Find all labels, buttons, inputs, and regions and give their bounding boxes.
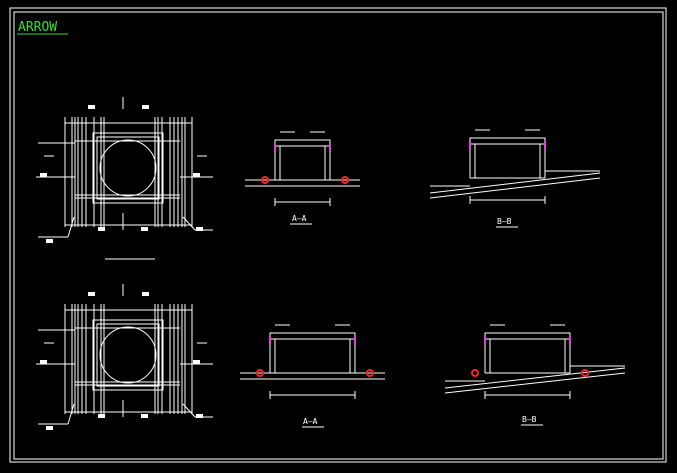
- section-label-top-bb: B—B: [497, 217, 512, 226]
- dimension-text-mark: [142, 292, 149, 296]
- dimension-text-mark: [141, 414, 148, 418]
- red-mark: [261, 176, 269, 184]
- plan-view-bottom: [36, 284, 213, 430]
- line: [444, 372, 626, 394]
- chamber-inner: [96, 323, 160, 387]
- dimension-text-mark: [46, 239, 53, 243]
- line: [182, 403, 196, 418]
- manhole-circle: [99, 326, 157, 384]
- section-top-bb: [429, 129, 601, 204]
- drawing-title: ARROW: [18, 20, 57, 35]
- dimension-text-mark: [98, 414, 105, 418]
- cover-slab: [484, 332, 571, 340]
- section-bottom-bb: [444, 324, 626, 399]
- line: [444, 367, 626, 389]
- chamber-outer: [92, 132, 164, 204]
- red-mark: [471, 369, 479, 377]
- section-label-top-aa: A—A: [292, 214, 307, 223]
- line: [182, 216, 196, 231]
- dimension-text-mark: [40, 360, 47, 364]
- plan-views: [36, 97, 213, 430]
- dimension-text-mark: [141, 227, 148, 231]
- outer-border: [9, 7, 667, 463]
- line: [67, 216, 75, 238]
- dimension-text-mark: [88, 105, 95, 109]
- dimension-text-mark: [196, 414, 203, 418]
- section-bottom-aa: [240, 324, 385, 399]
- chamber-inner: [96, 136, 160, 200]
- dimension-text-mark: [142, 105, 149, 109]
- red-mark: [256, 369, 264, 377]
- line: [67, 403, 75, 425]
- dimension-text-mark: [40, 173, 47, 177]
- section-top-aa: [245, 131, 360, 206]
- manhole-circle: [99, 139, 157, 197]
- red-mark: [366, 369, 374, 377]
- section-label-bottom-bb: B—B: [522, 415, 537, 424]
- cover-slab: [469, 137, 546, 145]
- dimension-text-mark: [98, 227, 105, 231]
- chamber-outer: [92, 319, 164, 391]
- dimension-text-mark: [193, 173, 200, 177]
- dimension-text-mark: [88, 292, 95, 296]
- dimension-text-mark: [196, 227, 203, 231]
- dimension-text-mark: [46, 426, 53, 430]
- line: [429, 172, 601, 194]
- dimension-text-mark: [193, 360, 200, 364]
- cover-slab: [274, 139, 331, 147]
- inner-border: [13, 11, 664, 460]
- red-mark: [341, 176, 349, 184]
- section-views: [240, 129, 626, 399]
- plan-view-top: [36, 97, 213, 243]
- section-label-bottom-aa: A—A: [303, 417, 318, 426]
- line: [429, 177, 601, 199]
- red-mark: [581, 369, 589, 377]
- cover-slab: [269, 332, 356, 340]
